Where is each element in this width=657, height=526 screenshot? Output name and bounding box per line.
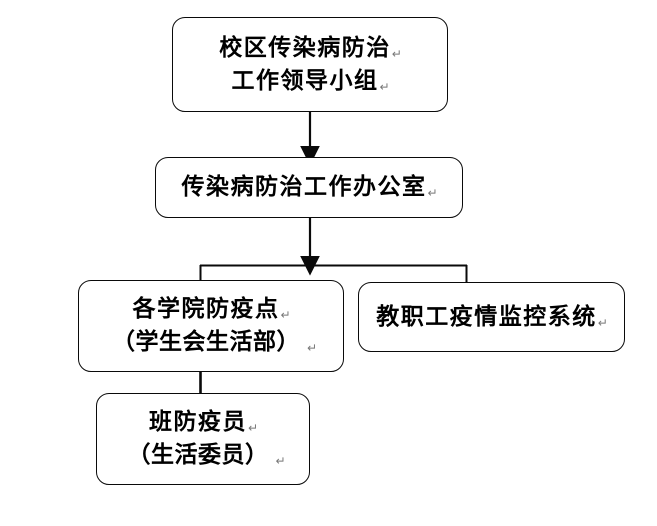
node-staff-monitoring-system-line-1: 教职工疫情监控系统↵ bbox=[376, 302, 608, 330]
node-leading-group-line-1: 校区传染病防治↵ bbox=[219, 33, 402, 61]
node-class-epidemic-officer[interactable]: 班防疫员↵ （生活委员）↵ bbox=[96, 393, 310, 485]
node-college-epidemic-station-line-2: （学生会生活部）↵ bbox=[111, 328, 318, 355]
node-college-epidemic-station[interactable]: 各学院防疫点↵ （学生会生活部）↵ bbox=[78, 280, 344, 372]
node-work-office[interactable]: 传染病防治工作办公室↵ bbox=[155, 157, 463, 218]
node-class-epidemic-officer-line-2: （生活委员）↵ bbox=[127, 441, 286, 468]
node-leading-group[interactable]: 校区传染病防治↵ 工作领导小组↵ bbox=[172, 17, 448, 112]
pilcrow-mark: ↵ bbox=[391, 46, 402, 61]
node-leading-group-line-2: 工作领导小组↵ bbox=[231, 66, 390, 94]
pilcrow-mark: ↵ bbox=[379, 79, 390, 94]
node-work-office-line-1: 传染病防治工作办公室↵ bbox=[181, 173, 438, 201]
pilcrow-mark: ↵ bbox=[247, 421, 259, 436]
pilcrow-mark: ↵ bbox=[280, 308, 291, 323]
pilcrow-mark: ↵ bbox=[597, 315, 608, 330]
pilcrow-mark: ↵ bbox=[306, 341, 318, 355]
node-staff-monitoring-system[interactable]: 教职工疫情监控系统↵ bbox=[358, 282, 625, 352]
node-class-epidemic-officer-line-1: 班防疫员↵ bbox=[148, 408, 259, 436]
node-college-epidemic-station-line-1: 各学院防疫点↵ bbox=[132, 295, 291, 323]
pilcrow-mark: ↵ bbox=[427, 186, 438, 201]
pilcrow-mark: ↵ bbox=[275, 454, 286, 468]
